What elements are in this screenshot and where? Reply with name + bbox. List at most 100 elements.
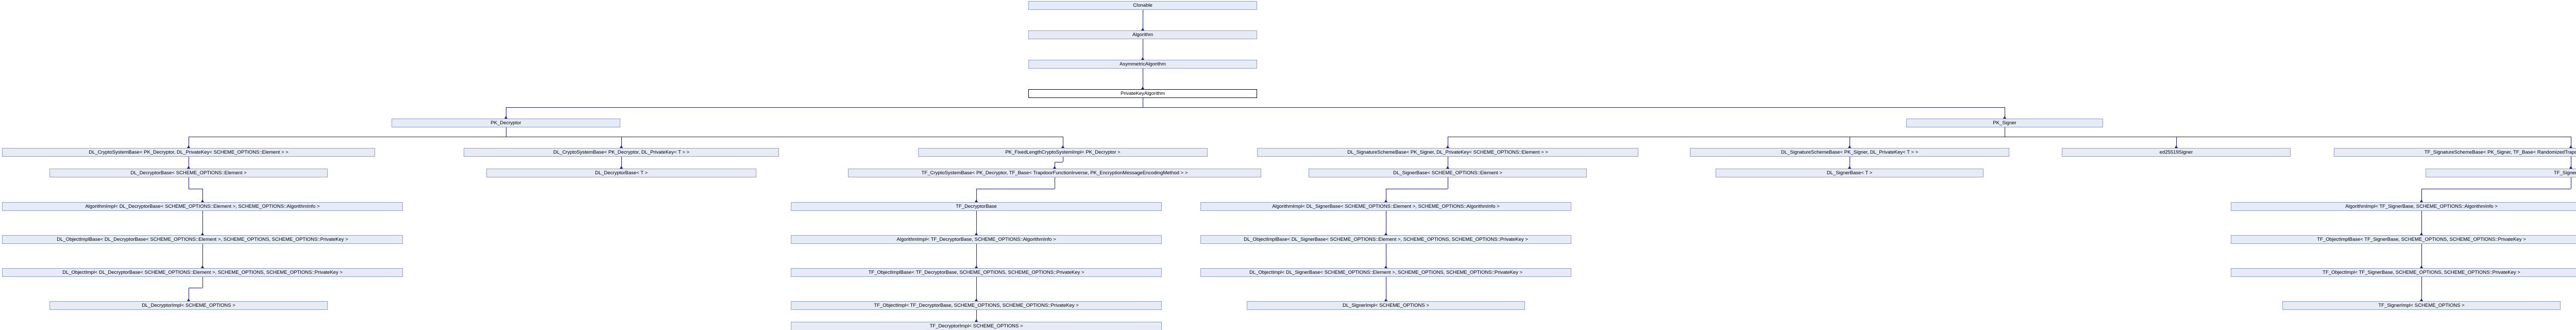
class-node-label: DL_SignatureSchemeBase< PK_Signer, DL_Pr… [1347, 149, 1548, 155]
inheritance-edge [202, 189, 203, 202]
class-node-clonable[interactable]: Clonable [1028, 1, 1257, 10]
class-node-label: AlgorithmImpl< TF_SignerBase, SCHEME_OPT… [2345, 203, 2498, 209]
class-node-r9c4[interactable]: TF_ObjectImpl< TF_SignerBase, SCHEME_OPT… [2231, 268, 2576, 277]
class-node-label: DL_SignerBase< SCHEME_OPTIONS::Element > [1393, 170, 1502, 176]
class-node-r6c2[interactable]: DL_DecryptorBase< T > [486, 169, 756, 177]
class-node-r6c5[interactable]: DL_SignerBase< T > [1716, 169, 1984, 177]
class-node-label: TF_ObjectImpl< TF_DecryptorBase, SCHEME_… [874, 302, 1079, 308]
class-node-pkalg[interactable]: PrivateKeyAlgorithm [1028, 89, 1257, 98]
class-node-r6c4[interactable]: DL_SignerBase< SCHEME_OPTIONS::Element > [1309, 169, 1587, 177]
class-node-pksig[interactable]: PK_Signer [1906, 119, 2103, 127]
class-node-r7c3[interactable]: AlgorithmImpl< DL_SignerBase< SCHEME_OPT… [1200, 202, 1571, 211]
inheritance-edge [202, 244, 203, 268]
inheritance-edge [506, 107, 1143, 108]
class-node-label: AlgorithmImpl< DL_DecryptorBase< SCHEME_… [85, 203, 320, 209]
inheritance-arrow-icon [2420, 233, 2423, 235]
inheritance-arrow-icon [975, 233, 978, 235]
inheritance-arrow-icon [2569, 145, 2572, 148]
inheritance-edge [202, 211, 203, 235]
class-node-r9c3[interactable]: DL_ObjectImpl< DL_SignerBase< SCHEME_OPT… [1200, 268, 1571, 277]
class-node-label: DL_SignatureSchemeBase< PK_Signer, DL_Pr… [1781, 149, 1919, 155]
class-node-r10c3[interactable]: DL_SignerImpl< SCHEME_OPTIONS > [1247, 301, 1525, 310]
inheritance-arrow-icon [1384, 200, 1387, 202]
class-node-label: PK_FixedLengthCryptoSystemImpl< PK_Decry… [1005, 149, 1121, 155]
class-node-label: Algorithm [1132, 31, 1154, 38]
inheritance-edge [202, 277, 203, 288]
class-node-pkdec[interactable]: PK_Decryptor [392, 119, 620, 127]
class-node-r6c3[interactable]: TF_CryptoSystemBase< PK_Decryptor, TF_Ba… [848, 169, 1261, 177]
inheritance-arrow-icon [1141, 87, 1144, 89]
inheritance-edge [976, 244, 977, 268]
class-node-label: TF_ObjectImplBase< TF_DecryptorBase, SCH… [868, 269, 1084, 275]
class-node-label: DL_SignerBase< T > [1826, 170, 1873, 176]
class-node-label: DL_ObjectImpl< DL_DecryptorBase< SCHEME_… [62, 269, 343, 275]
class-node-label: DL_SignerImpl< SCHEME_OPTIONS > [1343, 302, 1429, 308]
inheritance-edge [2421, 189, 2422, 202]
inheritance-arrow-icon [620, 166, 623, 169]
class-node-r5c3[interactable]: PK_FixedLengthCryptoSystemImpl< PK_Decry… [918, 148, 1208, 157]
class-node-label: DL_ObjectImplBase< DL_SignerBase< SCHEME… [1244, 236, 1528, 242]
inheritance-arrow-icon [1141, 57, 1144, 60]
class-node-algorithm[interactable]: Algorithm [1028, 30, 1257, 39]
class-node-r5c4[interactable]: DL_SignatureSchemeBase< PK_Signer, DL_Pr… [1257, 148, 1638, 157]
class-node-label: TF_ObjectImplBase< TF_SignerBase, SCHEME… [2317, 236, 2526, 242]
class-node-r9c1[interactable]: DL_ObjectImpl< DL_DecryptorBase< SCHEME_… [2, 268, 403, 277]
class-node-label: DL_CryptoSystemBase< PK_Decryptor, DL_Pr… [89, 149, 289, 155]
class-node-label: TF_SignerImpl< SCHEME_OPTIONS > [2378, 302, 2465, 308]
inheritance-arrow-icon [504, 116, 507, 119]
inheritance-arrow-icon [1384, 266, 1387, 268]
inheritance-edge [621, 157, 622, 169]
inheritance-edge [976, 277, 977, 301]
class-node-r8c2[interactable]: AlgorithmImpl< TF_DecryptorBase, SCHEME_… [791, 235, 1162, 244]
inheritance-edge [976, 211, 977, 235]
class-node-label: DL_DecryptorBase< SCHEME_OPTIONS::Elemen… [130, 170, 247, 176]
inheritance-arrow-icon [975, 319, 978, 322]
inheritance-arrow-icon [1053, 166, 1056, 169]
inheritance-edge [2421, 244, 2422, 268]
class-node-r7c1[interactable]: AlgorithmImpl< DL_DecryptorBase< SCHEME_… [2, 202, 403, 211]
class-node-label: TF_SignerBase [2553, 170, 2576, 176]
class-node-r5c6[interactable]: ed25519Signer [2062, 148, 2291, 157]
class-node-r6c6[interactable]: TF_SignerBase [2426, 169, 2576, 177]
class-node-label: TF_DecryptorImpl< SCHEME_OPTIONS > [929, 323, 1023, 329]
class-node-label: TF_DecryptorBase [956, 203, 997, 209]
class-node-r11c1[interactable]: TF_DecryptorImpl< SCHEME_OPTIONS > [791, 322, 1162, 330]
class-node-label: AlgorithmImpl< TF_DecryptorBase, SCHEME_… [896, 236, 1056, 242]
inheritance-arrow-icon [975, 266, 978, 268]
inheritance-edge [2421, 277, 2422, 301]
inheritance-arrow-icon [975, 200, 978, 202]
class-node-r9c2[interactable]: TF_ObjectImplBase< TF_DecryptorBase, SCH… [791, 268, 1162, 277]
class-node-label: DL_CryptoSystemBase< PK_Decryptor, DL_Pr… [553, 149, 690, 155]
inheritance-arrow-icon [2420, 200, 2423, 202]
class-node-label: AsymmetricAlgorithm [1120, 61, 1166, 67]
class-node-label: TF_ObjectImpl< TF_SignerBase, SCHEME_OPT… [2323, 269, 2520, 275]
inheritance-edge [2421, 211, 2422, 235]
class-node-label: TF_SignatureSchemeBase< PK_Signer, TF_Ba… [2424, 149, 2576, 155]
class-node-r5c2[interactable]: DL_CryptoSystemBase< PK_Decryptor, DL_Pr… [464, 148, 779, 157]
class-node-r5c5[interactable]: DL_SignatureSchemeBase< PK_Signer, DL_Pr… [1690, 148, 2009, 157]
inheritance-edge [621, 137, 622, 148]
class-node-r5c1[interactable]: DL_CryptoSystemBase< PK_Decryptor, DL_Pr… [2, 148, 375, 157]
class-node-asymalg[interactable]: AsymmetricAlgorithm [1028, 60, 1257, 69]
class-node-label: DL_ObjectImpl< DL_SignerBase< SCHEME_OPT… [1249, 269, 1523, 275]
inheritance-arrow-icon [1384, 233, 1387, 235]
inheritance-arrow-icon [1141, 28, 1144, 30]
class-node-r10c2[interactable]: TF_ObjectImpl< TF_DecryptorBase, SCHEME_… [791, 301, 1162, 310]
class-node-r10c4[interactable]: TF_SignerImpl< SCHEME_OPTIONS > [2282, 301, 2561, 310]
class-node-label: DL_DecryptorImpl< SCHEME_OPTIONS > [142, 302, 235, 308]
inheritance-arrow-icon [201, 266, 204, 268]
inheritance-arrow-icon [1848, 166, 1851, 169]
class-node-label: ed25519Signer [2159, 149, 2193, 155]
class-node-r7c2[interactable]: TF_DecryptorBase [791, 202, 1162, 211]
class-node-r8c1[interactable]: DL_ObjectImplBase< DL_DecryptorBase< SCH… [2, 235, 403, 244]
class-node-r5c7[interactable]: TF_SignatureSchemeBase< PK_Signer, TF_Ba… [2334, 148, 2576, 157]
class-node-r6c1[interactable]: DL_DecryptorBase< SCHEME_OPTIONS::Elemen… [49, 169, 328, 177]
class-node-r8c3[interactable]: DL_ObjectImplBase< DL_SignerBase< SCHEME… [1200, 235, 1571, 244]
class-node-r8c4[interactable]: TF_ObjectImplBase< TF_SignerBase, SCHEME… [2231, 235, 2576, 244]
class-node-r7c4[interactable]: AlgorithmImpl< TF_SignerBase, SCHEME_OPT… [2231, 202, 2576, 211]
class-node-label: DL_DecryptorBase< T > [595, 170, 648, 176]
class-node-label: DL_ObjectImplBase< DL_DecryptorBase< SCH… [57, 236, 348, 242]
class-node-r10c1[interactable]: DL_DecryptorImpl< SCHEME_OPTIONS > [49, 301, 328, 310]
inheritance-arrow-icon [620, 145, 623, 148]
